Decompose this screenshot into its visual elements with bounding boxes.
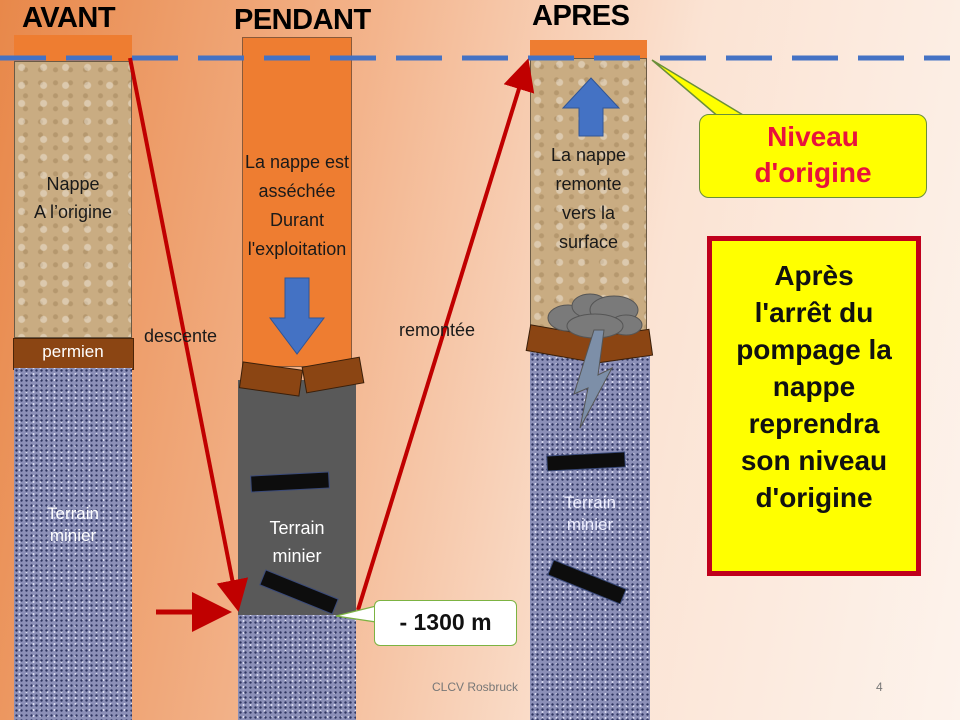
remontee-arrow [356,58,535,611]
avant-ground [14,368,132,720]
remontee-label: remontée [399,320,476,340]
apres-ground-text: Terrain minier [530,492,650,536]
callout-pointer [651,59,751,119]
down-arrow-icon [269,277,325,355]
apres-water-cap [530,40,647,58]
gas-cloud-icon [547,293,643,339]
footer-org: CLCV Rosbruck [432,680,519,694]
info-line: nappe [772,371,856,402]
gallery-bar [259,569,339,615]
pendant-text-line: l'exploitation [247,239,347,259]
avant-text-line: Nappe [46,174,100,194]
callout-line: Niveau [767,121,859,152]
apres-text-line: remonte [555,174,622,194]
callout-line: d'origine [754,157,872,188]
pendant-text-line: asséchée [258,181,336,201]
avant-ground-line: Terrain [47,504,99,523]
avant-text-line: A l’origine [33,202,113,222]
brown-block [301,356,365,394]
info-box: Après l'arrêt du pompage la nappe repren… [707,236,921,576]
footer-page-number: 4 [876,680,883,694]
gallery-bar [546,451,626,472]
info-line: reprendra [748,408,880,439]
descente-arrow [128,57,249,612]
gallery-bar [547,559,627,605]
avant-aquifer-text: Nappe A l’origine [14,170,132,226]
descente-label: descente [144,326,218,346]
pendant-ground [238,615,356,720]
info-line: d'origine [755,482,873,513]
avant-title: AVANT [22,2,116,34]
info-line: l'arrêt du [754,297,874,328]
apres-ground-line: minier [566,515,614,534]
pendant-ground-line: minier [272,546,322,566]
avant-aquifer [14,61,132,338]
up-arrow-icon [561,77,621,137]
avant-ground-text: Terrain minier [14,503,132,547]
info-line: son niveau [740,445,888,476]
brown-block [238,361,304,397]
pendant-text-line: Durant [269,210,325,230]
mine-galleries [250,451,627,615]
pendant-title: PENDANT [234,4,371,36]
apres-text-line: vers la [561,203,615,223]
niveau-origine-callout: Niveau d'origine [699,114,927,198]
info-line: pompage la [736,334,892,365]
pendant-ground-line: Terrain [269,518,325,538]
avant-permien-layer [13,338,134,370]
depth-label: - 1300 m [374,600,517,646]
gallery-bar [250,471,330,493]
pendant-ground-text: Terrain minier [238,514,356,570]
avant-permien-label: permien [42,342,104,361]
depth-callout-pointer [335,605,377,623]
lightning-bolt-icon [573,329,614,429]
apres-text-line: surface [558,232,619,252]
apres-ground-line: Terrain [564,493,616,512]
apres-ground [530,352,650,720]
info-line: Après [774,260,854,291]
pendant-fracture-blocks [238,356,365,397]
pendant-text-line: La nappe est [244,152,350,172]
apres-text: La nappe remonte vers la surface [530,141,647,257]
apres-title: APRES [532,0,630,32]
pendant-text: La nappe est asséchée Durant l'exploitat… [226,148,368,264]
pendant-mine-zone [238,380,356,615]
avant-ground-line: minier [49,526,97,545]
apres-text-line: La nappe [550,145,627,165]
